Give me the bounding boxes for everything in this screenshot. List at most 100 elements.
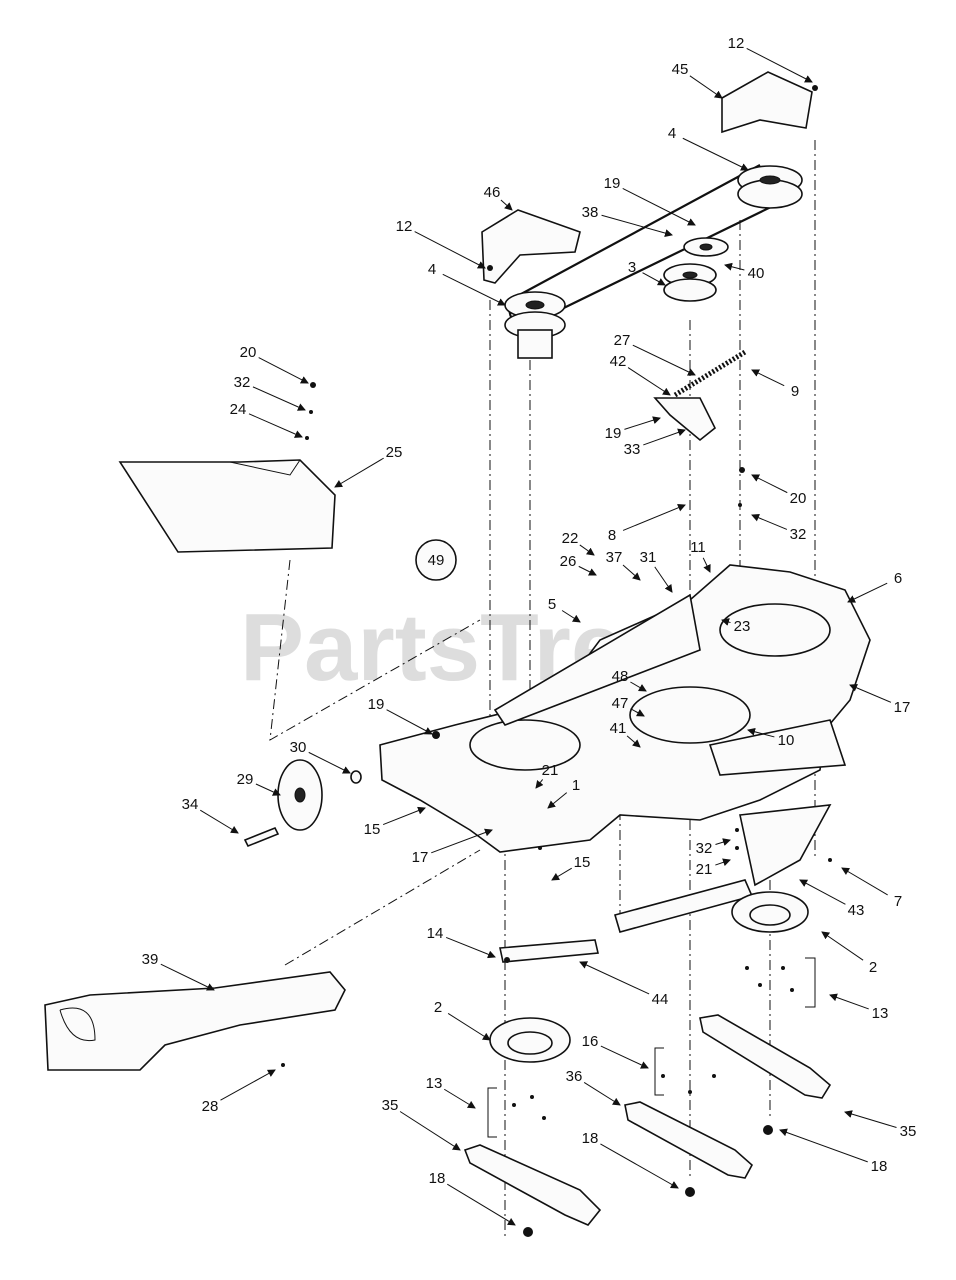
leader-arrow bbox=[844, 1110, 897, 1129]
leader-arrow bbox=[583, 1081, 621, 1106]
leader-arrow bbox=[715, 838, 731, 846]
callout-18: 18 bbox=[582, 1130, 599, 1147]
leader-arrow bbox=[255, 783, 281, 796]
leader-arrow bbox=[689, 75, 723, 99]
front-baffle bbox=[499, 939, 599, 963]
callout-14: 14 bbox=[427, 925, 444, 942]
group-bracket-13-right bbox=[805, 957, 816, 1008]
leader-arrow bbox=[627, 367, 671, 396]
leader-arrow bbox=[334, 457, 384, 488]
callout-8: 8 bbox=[608, 527, 616, 544]
callout-47: 47 bbox=[612, 695, 629, 712]
wheel-bolt bbox=[243, 826, 280, 848]
callout-4: 4 bbox=[668, 125, 676, 142]
spindle-housing-center bbox=[629, 686, 751, 744]
group-bracket-13-left bbox=[487, 1087, 497, 1138]
leader-arrow bbox=[561, 610, 581, 623]
callout-36: 36 bbox=[566, 1068, 583, 1085]
leader-arrow bbox=[630, 681, 647, 692]
leader-arrow bbox=[622, 503, 686, 531]
callout-13: 13 bbox=[426, 1075, 443, 1092]
leader-arrow bbox=[747, 727, 775, 738]
leader-arrow bbox=[258, 357, 309, 384]
group-bracket-16 bbox=[654, 1047, 664, 1096]
callout-27: 27 bbox=[614, 332, 631, 349]
callout-33: 33 bbox=[624, 441, 641, 458]
blade-right bbox=[699, 1014, 832, 1099]
leader-arrow bbox=[579, 961, 650, 995]
callout-2: 2 bbox=[869, 959, 877, 976]
callout-16: 16 bbox=[582, 1033, 599, 1050]
leader-arrow bbox=[442, 273, 506, 306]
callout-11: 11 bbox=[690, 539, 706, 556]
callout-32: 32 bbox=[790, 526, 807, 543]
leader-arrow bbox=[632, 344, 696, 376]
leader-arrow bbox=[654, 566, 673, 593]
leader-lines bbox=[160, 48, 897, 1226]
callout-19: 19 bbox=[368, 696, 385, 713]
callout-20: 20 bbox=[240, 344, 257, 361]
leader-arrow bbox=[715, 858, 731, 867]
callout-20: 20 bbox=[790, 490, 807, 507]
callout-39: 39 bbox=[142, 951, 159, 968]
callout-40: 40 bbox=[748, 265, 765, 282]
callout-3: 3 bbox=[628, 259, 636, 276]
callout-31: 31 bbox=[640, 549, 657, 566]
leader-arrow bbox=[447, 1183, 516, 1226]
leader-arrow bbox=[601, 214, 673, 237]
leader-arrow bbox=[579, 544, 595, 556]
leader-arrow bbox=[746, 48, 813, 83]
callout-5: 5 bbox=[548, 596, 556, 613]
callout-24: 24 bbox=[230, 401, 247, 418]
callout-30: 30 bbox=[290, 739, 307, 756]
callout-17: 17 bbox=[894, 699, 911, 716]
leader-arrow bbox=[578, 565, 597, 576]
callout-45: 45 bbox=[672, 61, 689, 78]
leader-arrow bbox=[431, 828, 493, 854]
hanger-bracket bbox=[493, 593, 701, 726]
callout-1: 1 bbox=[572, 777, 580, 794]
leader-arrow bbox=[600, 1143, 679, 1189]
callout-12: 12 bbox=[396, 218, 413, 235]
leader-arrow bbox=[642, 272, 666, 286]
blade-center bbox=[624, 1101, 754, 1179]
leader-arrow bbox=[447, 1013, 491, 1041]
callout-37: 37 bbox=[606, 549, 623, 566]
callout-18: 18 bbox=[429, 1170, 446, 1187]
pulley-left bbox=[504, 291, 566, 359]
leader-arrow bbox=[626, 735, 641, 748]
callout-23: 23 bbox=[734, 618, 751, 635]
callout-42: 42 bbox=[610, 353, 627, 370]
leader-arrow bbox=[724, 262, 745, 271]
callout-17: 17 bbox=[412, 849, 429, 866]
callout-32: 32 bbox=[696, 840, 713, 857]
leader-arrow bbox=[721, 618, 731, 626]
leader-arrow bbox=[849, 684, 892, 703]
leader-arrow bbox=[630, 708, 645, 717]
leader-arrow bbox=[252, 386, 306, 411]
callout-19: 19 bbox=[605, 425, 622, 442]
leader-arrow bbox=[443, 1088, 476, 1109]
callout-41: 41 bbox=[610, 720, 627, 737]
leader-arrow bbox=[751, 369, 785, 387]
spring bbox=[673, 349, 747, 398]
hardware bbox=[281, 85, 832, 1237]
callout-10: 10 bbox=[778, 732, 795, 749]
leader-arrow bbox=[751, 474, 788, 494]
callout-15: 15 bbox=[574, 854, 591, 871]
leader-arrow bbox=[751, 513, 788, 530]
belt-cover-right bbox=[721, 71, 813, 134]
baffle-43 bbox=[739, 804, 832, 887]
spindle-housing-left bbox=[469, 719, 581, 771]
leader-arrow bbox=[821, 931, 864, 961]
callout-19: 19 bbox=[604, 175, 621, 192]
leader-arrow bbox=[600, 1045, 649, 1069]
callout-32: 32 bbox=[234, 374, 251, 391]
leader-arrow bbox=[414, 231, 486, 269]
belt-cover-left bbox=[481, 209, 581, 284]
callout-29: 29 bbox=[237, 771, 254, 788]
blade-left bbox=[463, 1144, 602, 1226]
leader-arrow bbox=[799, 879, 846, 905]
